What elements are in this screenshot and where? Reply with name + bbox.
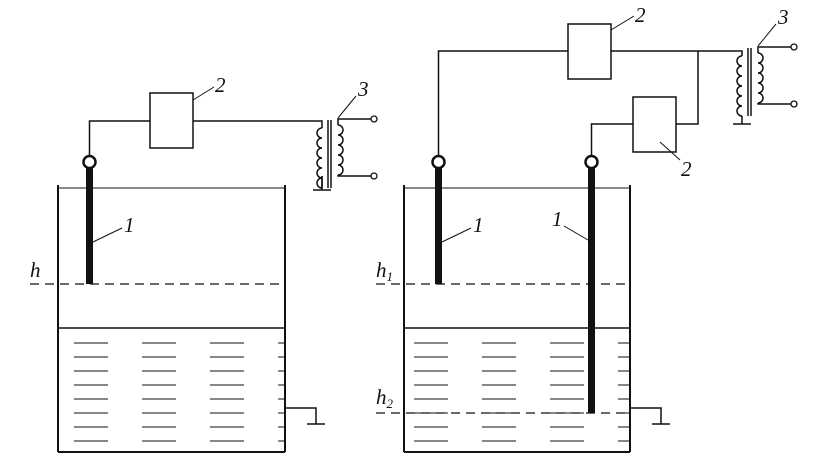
right-terminal-long xyxy=(584,154,599,170)
right-electrode-short xyxy=(435,168,442,284)
left-electrode-label: 1 xyxy=(124,213,135,237)
right-relay-top-label: 2 xyxy=(635,3,646,27)
left-relay-leader xyxy=(192,86,215,101)
right-relay-lower-label: 2 xyxy=(681,157,692,181)
right-electrode-long-label: 1 xyxy=(552,207,563,231)
right-transformer-leader xyxy=(757,23,777,47)
right-relay-lower-box xyxy=(632,96,677,153)
right-relay-top-leader xyxy=(610,15,635,31)
left-scheme: 1 2 3 h xyxy=(30,73,378,453)
right-wire-transformer xyxy=(611,50,743,56)
right-level-2-sub: 2 xyxy=(387,396,394,411)
left-tank-ground xyxy=(285,407,325,425)
right-level-1-sub: 1 xyxy=(387,269,394,284)
left-terminal xyxy=(82,154,97,170)
right-level-1-label: h1 xyxy=(376,258,393,284)
right-transformer-terminal-top xyxy=(790,43,798,51)
left-transformer-terminal-top xyxy=(370,115,378,123)
right-scheme: 1 1 2 2 3 h1 h2 xyxy=(376,3,798,453)
left-wire-relay xyxy=(88,120,150,156)
right-electrode-short-leader xyxy=(441,227,472,243)
left-transformer xyxy=(316,118,371,189)
right-wire-branch xyxy=(676,51,699,125)
right-transformer-terminal-bottom xyxy=(790,100,798,108)
left-relay-label: 2 xyxy=(215,73,226,97)
right-tank-ground xyxy=(630,407,670,425)
right-terminal-short xyxy=(431,154,446,170)
right-level-2-label: h2 xyxy=(376,385,394,411)
left-transformer-label: 3 xyxy=(357,77,369,101)
right-wire-lower-relay xyxy=(590,123,633,156)
right-liquid xyxy=(404,327,630,450)
left-relay-box xyxy=(149,92,194,149)
left-wire-transformer xyxy=(193,120,323,128)
left-transformer-leader xyxy=(337,95,357,119)
right-transformer-ground xyxy=(733,116,751,125)
left-transformer-terminal-bottom xyxy=(370,172,378,180)
left-electrode-leader xyxy=(92,227,123,243)
right-level-2-base: h xyxy=(376,385,387,409)
right-electrode-long xyxy=(588,168,595,413)
right-level-1-base: h xyxy=(376,258,387,282)
right-transformer xyxy=(736,46,791,117)
left-transformer-ground xyxy=(313,176,331,191)
right-transformer-label: 3 xyxy=(777,5,789,29)
left-liquid xyxy=(58,327,285,450)
left-electrode xyxy=(86,168,93,284)
right-relay-top-box xyxy=(567,23,612,80)
right-electrode-short-label: 1 xyxy=(473,213,484,237)
right-wire-top-relay xyxy=(437,50,568,156)
left-level-label: h xyxy=(30,258,41,282)
right-relay-lower-leader xyxy=(659,141,681,161)
right-electrode-long-leader xyxy=(563,225,589,241)
